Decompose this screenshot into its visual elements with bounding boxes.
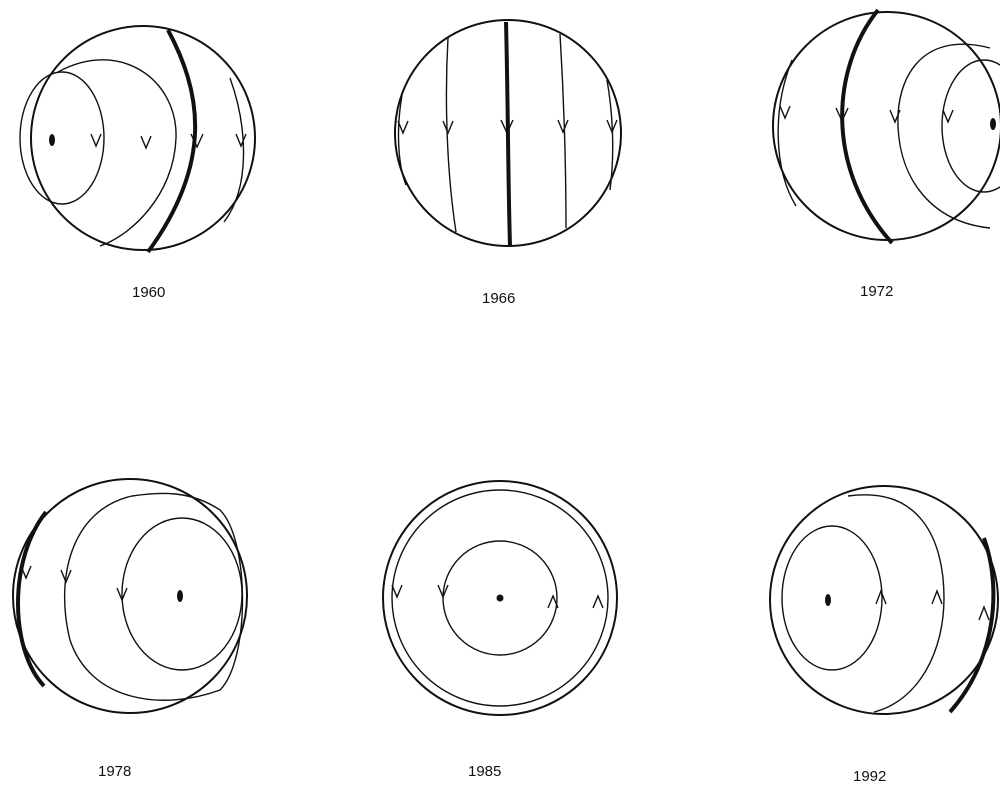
flow-arrow [141, 136, 151, 148]
flow-circle [65, 493, 243, 700]
year-label: 1992 [853, 768, 886, 785]
sphere-outline [13, 479, 247, 713]
flow-line-thick [950, 538, 993, 712]
flow-arrow [392, 585, 402, 597]
flow-circle-inner [20, 72, 104, 204]
pole-marker [49, 134, 55, 146]
pole-marker [990, 118, 996, 130]
pole-marker [825, 594, 831, 606]
flow-arrow [398, 121, 408, 133]
flow-circle-inner [782, 526, 882, 670]
flow-arrow [943, 110, 953, 122]
panel-1966: 1966 [395, 20, 621, 307]
year-label: 1978 [98, 763, 131, 780]
panel-1972: 1972 [773, 10, 1000, 300]
flow-arrow [443, 121, 453, 133]
flow-arrow [236, 134, 246, 146]
flow-arrow [593, 596, 603, 608]
sphere-outline [773, 12, 1000, 240]
panel-1985: 1985 [383, 481, 617, 780]
flow-arrow [979, 607, 989, 620]
panel-1978: 1978 [13, 479, 247, 780]
year-label: 1960 [132, 284, 165, 301]
flow-line [446, 38, 456, 232]
panel-1992: 1992 [770, 486, 998, 785]
year-label: 1985 [468, 763, 501, 780]
flow-arrow [558, 120, 568, 132]
flow-arrow [876, 591, 886, 604]
flow-line-thick [506, 22, 510, 246]
flow-line-edge [224, 78, 244, 222]
flow-arrow [932, 591, 942, 604]
flow-line-thick [842, 10, 892, 243]
pole-marker [497, 595, 504, 602]
flow-line-thick [148, 30, 195, 252]
year-label: 1966 [482, 290, 515, 307]
flow-line [898, 44, 990, 228]
flow-line [848, 495, 944, 712]
year-label: 1972 [860, 283, 893, 300]
flow-line [399, 95, 406, 185]
flow-arrow [91, 134, 101, 146]
pole-marker [177, 590, 183, 602]
flow-line [58, 60, 176, 246]
flow-line [607, 80, 613, 190]
flow-arrow [780, 106, 790, 118]
panel-1960: 1960 [20, 26, 255, 301]
